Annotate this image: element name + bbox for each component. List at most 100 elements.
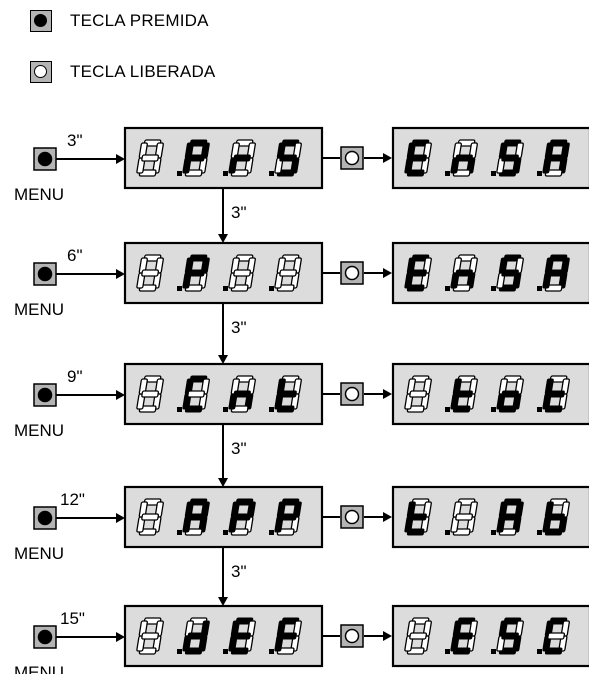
display-right-1 bbox=[391, 126, 589, 190]
arrow-to-result-1 bbox=[364, 153, 392, 163]
display-left-5-digit-4 bbox=[274, 617, 302, 655]
decimal-point bbox=[177, 171, 182, 176]
display-right-2 bbox=[391, 241, 589, 305]
hold-time-2: 6" bbox=[67, 246, 83, 265]
display-right-3 bbox=[391, 362, 589, 426]
menu-key-released-5 bbox=[340, 624, 364, 648]
arrow-down-4 bbox=[218, 547, 228, 606]
segment-g bbox=[547, 513, 565, 521]
display-right-5-digit-4 bbox=[542, 617, 570, 655]
display-left-2 bbox=[123, 241, 324, 305]
decimal-point bbox=[445, 530, 450, 535]
decimal-point bbox=[269, 407, 274, 412]
arrow-to-result-4 bbox=[364, 512, 392, 522]
display-left-3-digit-3 bbox=[228, 375, 256, 413]
segment-g bbox=[501, 269, 519, 277]
segment-g bbox=[409, 513, 427, 521]
segment-g bbox=[233, 154, 251, 162]
display-left-2-digit-4 bbox=[274, 254, 302, 292]
menu-key-released-4 bbox=[340, 505, 364, 529]
segment-g bbox=[187, 269, 205, 277]
hold-time-3: 9" bbox=[67, 367, 83, 386]
arrow-to-display-1 bbox=[56, 154, 125, 164]
arrow-to-display-4 bbox=[56, 513, 125, 523]
decimal-point bbox=[223, 286, 228, 291]
released-key-icon bbox=[30, 61, 52, 83]
display-left-4-digit-3 bbox=[228, 498, 256, 536]
arrow-to-result-2 bbox=[364, 268, 392, 278]
decimal-point bbox=[177, 530, 182, 535]
display-left-1 bbox=[123, 126, 324, 190]
display-left-2-digit-2 bbox=[182, 254, 210, 292]
arrow-to-result-5 bbox=[364, 631, 392, 641]
display-left-5-digit-3 bbox=[228, 617, 256, 655]
segment-g bbox=[501, 632, 519, 640]
menu-key-released-3 bbox=[340, 382, 364, 406]
decimal-point bbox=[269, 649, 274, 654]
menu-label-1: MENU bbox=[14, 185, 64, 204]
decimal-point bbox=[491, 286, 496, 291]
decimal-point bbox=[491, 171, 496, 176]
menu-key-pressed-2 bbox=[33, 262, 57, 286]
display-right-5 bbox=[391, 604, 589, 668]
segment-g bbox=[547, 390, 565, 398]
step-time-1: 3" bbox=[231, 203, 247, 222]
display-right-5-digit-2 bbox=[450, 617, 478, 655]
legend-pressed-label: TECLA PREMIDA bbox=[70, 11, 209, 30]
display-left-4-digit-1 bbox=[136, 498, 164, 536]
segment-g bbox=[409, 154, 427, 162]
display-left-4 bbox=[123, 485, 324, 549]
decimal-point bbox=[445, 286, 450, 291]
decimal-point bbox=[537, 286, 542, 291]
decimal-point bbox=[223, 649, 228, 654]
decimal-point bbox=[445, 649, 450, 654]
segment-g bbox=[233, 632, 251, 640]
menu-label-3: MENU bbox=[14, 421, 64, 440]
menu-key-pressed-1 bbox=[33, 147, 57, 171]
display-left-3-digit-1 bbox=[136, 375, 164, 413]
menu-label-2: MENU bbox=[14, 300, 64, 319]
menu-key-pressed-4 bbox=[33, 506, 57, 530]
display-left-3 bbox=[123, 362, 324, 426]
display-right-2-digit-1 bbox=[404, 254, 432, 292]
segment-g bbox=[455, 154, 473, 162]
display-right-5-digit-3 bbox=[496, 617, 524, 655]
segment-g bbox=[455, 632, 473, 640]
menu-key-released-1 bbox=[340, 146, 364, 170]
legend-pressed: TECLA PREMIDA bbox=[30, 8, 209, 34]
arrow-to-display-5 bbox=[56, 632, 125, 642]
display-right-2-digit-3 bbox=[496, 254, 524, 292]
display-left-5-digit-2 bbox=[182, 617, 210, 655]
display-right-3-digit-3 bbox=[496, 375, 524, 413]
segment-g bbox=[409, 390, 428, 398]
segment-g bbox=[279, 513, 297, 521]
display-left-3-digit-4 bbox=[274, 375, 302, 413]
decimal-point bbox=[269, 530, 274, 535]
decimal-point bbox=[445, 171, 450, 176]
display-right-1-digit-2 bbox=[450, 139, 478, 177]
arrow-to-display-3 bbox=[56, 390, 125, 400]
menu-label-5: MENU bbox=[14, 663, 64, 674]
pressed-key-icon bbox=[30, 10, 52, 32]
segment-g bbox=[501, 390, 519, 398]
decimal-point bbox=[491, 407, 496, 412]
menu-key-released-2 bbox=[340, 261, 364, 285]
segment-g bbox=[141, 269, 160, 277]
display-right-5-digit-1 bbox=[404, 617, 432, 655]
segment-g bbox=[501, 154, 519, 162]
display-right-3-digit-4 bbox=[542, 375, 570, 413]
legend-released: TECLA LIBERADA bbox=[30, 59, 215, 85]
display-right-4-digit-1 bbox=[404, 498, 432, 536]
segment-g bbox=[141, 390, 160, 398]
step-time-4: 3" bbox=[231, 562, 247, 581]
decimal-point bbox=[223, 171, 228, 176]
segment-g bbox=[141, 154, 160, 162]
arrow-to-result-3 bbox=[364, 389, 392, 399]
segment-g bbox=[547, 269, 565, 277]
display-left-1-digit-4 bbox=[274, 139, 302, 177]
display-right-3-digit-1 bbox=[404, 375, 432, 413]
segment-g bbox=[233, 390, 251, 398]
segment-g bbox=[455, 513, 474, 521]
segment-g bbox=[501, 513, 519, 521]
hold-time-5: 15" bbox=[60, 609, 85, 628]
